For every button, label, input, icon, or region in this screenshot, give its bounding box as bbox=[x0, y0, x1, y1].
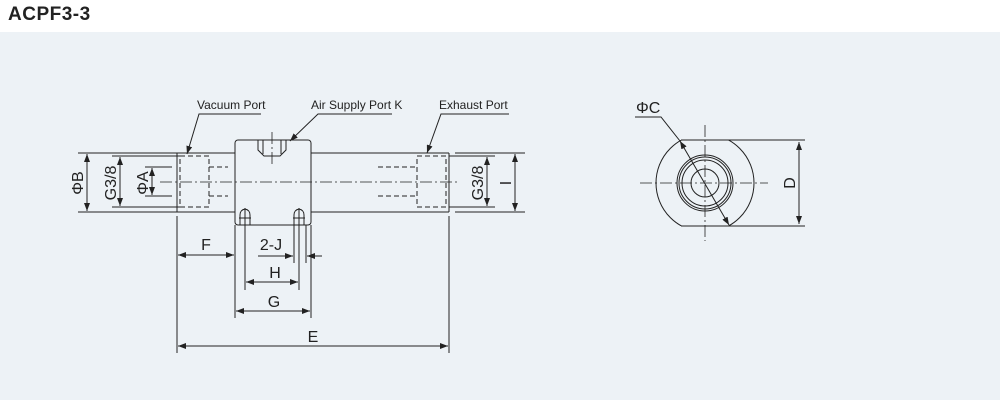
dim-phi-b: ΦB bbox=[70, 171, 87, 194]
dim-phi-c: ΦC bbox=[636, 100, 660, 117]
dim-g-left: G3/8 bbox=[103, 166, 120, 201]
dim-2j: 2-J bbox=[260, 237, 282, 254]
vacuum-port-thread bbox=[179, 155, 210, 208]
exhaust-port-thread bbox=[416, 155, 447, 208]
drawing-panel bbox=[0, 32, 1000, 400]
dim-d: D bbox=[782, 177, 799, 189]
dim-i: I bbox=[498, 181, 515, 185]
body-block bbox=[234, 139, 312, 226]
side-view bbox=[78, 113, 525, 353]
dim-f: F bbox=[201, 237, 211, 254]
product-title: ACPF3-3 bbox=[8, 4, 91, 25]
dim-phi-a: ΦA bbox=[135, 171, 152, 195]
exhaust-port-label: Exhaust Port bbox=[439, 98, 508, 112]
dim-g: G bbox=[268, 294, 280, 311]
air-supply-port-label: Air Supply Port K bbox=[311, 98, 402, 112]
dim-e: E bbox=[308, 329, 319, 346]
vacuum-port-label: Vacuum Port bbox=[197, 98, 266, 112]
dim-g-right: G3/8 bbox=[470, 166, 487, 201]
dim-h: H bbox=[269, 265, 281, 282]
end-view bbox=[635, 116, 805, 241]
